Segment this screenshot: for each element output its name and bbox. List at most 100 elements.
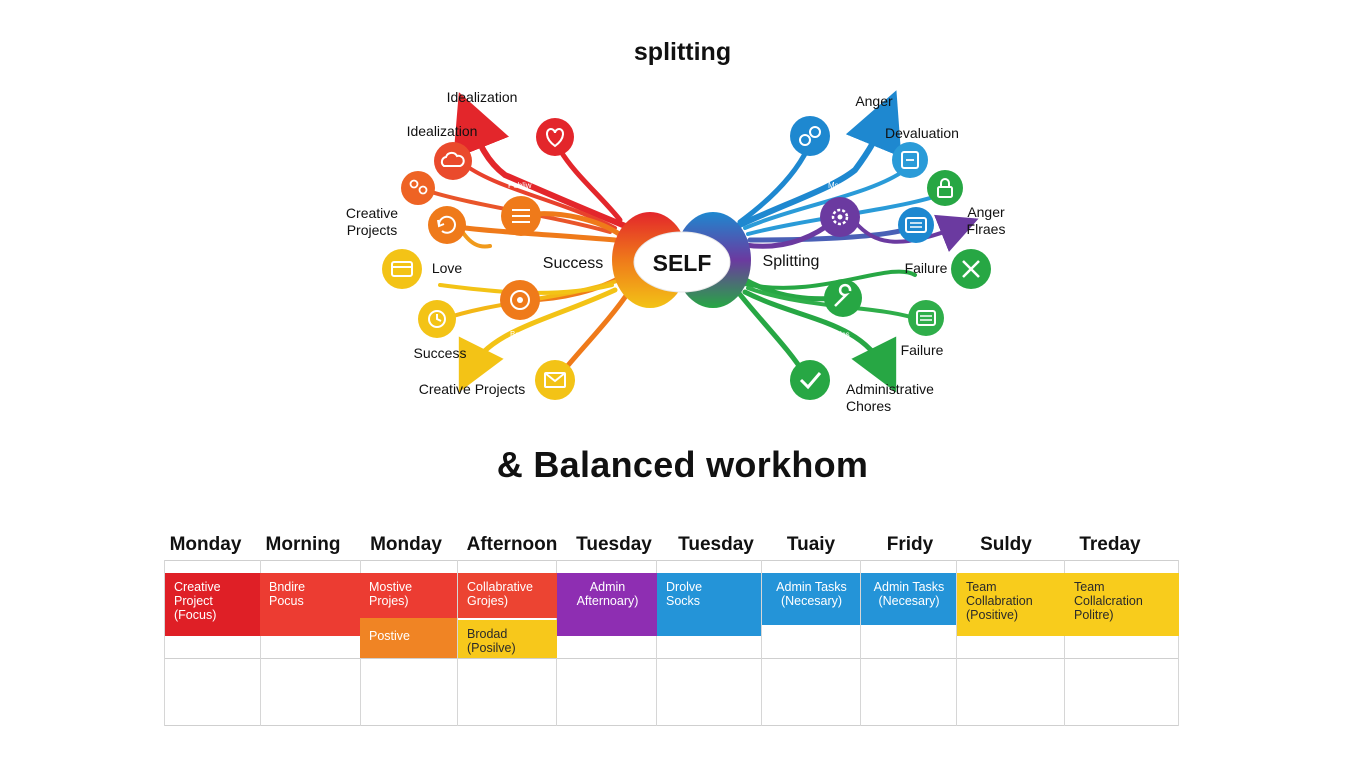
grid-line [164,560,165,726]
wrench-icon [824,279,862,317]
close-icon [951,249,991,289]
task-text-line: Admin [589,580,626,594]
task-text-line: Grojes) [467,594,508,608]
task-text-line: (Focus) [174,608,217,622]
column-header: Monday [370,534,442,555]
lock-icon [927,170,963,206]
grid-line [656,560,657,726]
task-text-line: Mostive [369,580,413,594]
label-love: Love [432,260,463,276]
heart-icon [536,118,574,156]
task-text-line: Admin Tasks [873,580,945,594]
task-text-line: Bndire [269,580,306,594]
grid-line [164,658,1179,659]
center-label: SELF [653,250,712,276]
label-failure-bottom: Failure [901,342,944,358]
left-side-label: Success [543,255,603,272]
label-idealization-top: Idealization [447,89,518,105]
column-header: Tuesday [576,534,652,555]
clipboard-icon [892,142,928,178]
gear-icon [820,197,860,237]
task-block[interactable]: Brodad(Posilve) [458,620,557,658]
task-text-line: Project [174,594,213,608]
task-text-line: (Positive) [966,608,1019,622]
task-text-line: Drolve [666,580,703,594]
branch-green-arrow [742,289,897,393]
clock-icon [418,300,456,338]
mind-map-diagram: Pobliw Msmy Bsdsc Rodcs SELF Success Spl… [346,89,1006,414]
grid-line [1178,560,1179,726]
people-icon [401,171,435,205]
grid-line [260,560,261,726]
task-text-line: Creative [174,580,221,594]
branch-blue-main [722,90,902,235]
branch-red-heart [557,147,623,223]
branch-tag: Msmy [828,181,849,190]
grid-line [457,560,458,726]
task-text-line: (Necesary) [878,594,940,608]
branch-tags: Pobliw Msmy Bsdsc Rodcs [508,181,850,339]
calendar-icon [382,249,422,289]
refresh-icon [428,206,466,244]
branch-blue-link [737,145,811,225]
grid-line [956,560,957,726]
column-header: Suldy [980,534,1032,555]
note-icon [908,300,944,336]
branch-tag: Pobliw [508,181,532,190]
grid-line [1064,560,1065,726]
link-icon [790,116,830,156]
task-block[interactable]: Postive [360,618,457,658]
mid-title: & Balanced workhom [496,444,869,485]
list-icon [501,196,541,236]
task-text-line: Postive [369,629,410,643]
label-failure-top: Failure [905,260,948,276]
column-header: Fridy [886,534,934,555]
task-text-line: Team Collabration [966,580,1033,608]
branch-green-close [743,269,917,290]
task-text-line: (Necesary) [780,594,843,608]
task-text-line: Brodad [467,627,508,641]
label-creative-projects-bottom: Creative Projects [419,381,526,397]
branch-red-cloud [463,163,617,230]
task-block[interactable]: Admin Tasks(Necesary) [861,573,956,625]
cloud-icon [434,142,472,180]
task-text-line: Afternoary) [576,594,639,608]
target-icon [500,280,540,320]
branch-tag: Bsdsc [510,330,532,339]
grid-line [761,560,762,726]
grid-line [164,725,1179,726]
task-text-line: Admin Tasks [776,580,847,594]
task-block[interactable]: Team Collabration(Positive) [957,573,1065,636]
task-block[interactable]: Admin Tasks(Necesary) [762,573,860,625]
branch-orange-envelope [557,287,633,378]
task-text-line: Pocus [269,594,304,608]
branch-red-main [453,92,643,235]
task-text-line: (Posilve) [467,641,516,655]
branch-tag: Rodcs [827,330,850,339]
task-text-line: Projes) [369,594,409,608]
weekly-schedule: Monday Morning Monday Afternoon Tuesday … [164,530,1179,726]
column-header: Afternoon [466,534,558,555]
column-header: Tuaiy [786,534,836,555]
task-text-line: Collabrative [467,580,534,594]
envelope-icon [535,360,575,400]
document-icon [898,207,934,243]
center-brain: SELF [612,212,751,308]
column-header: Morning [265,534,341,555]
column-header: Tuesday [678,534,754,555]
check-icon [790,360,830,400]
label-idealization: Idealization [407,123,478,139]
task-text-line: Politre) [1074,608,1114,622]
